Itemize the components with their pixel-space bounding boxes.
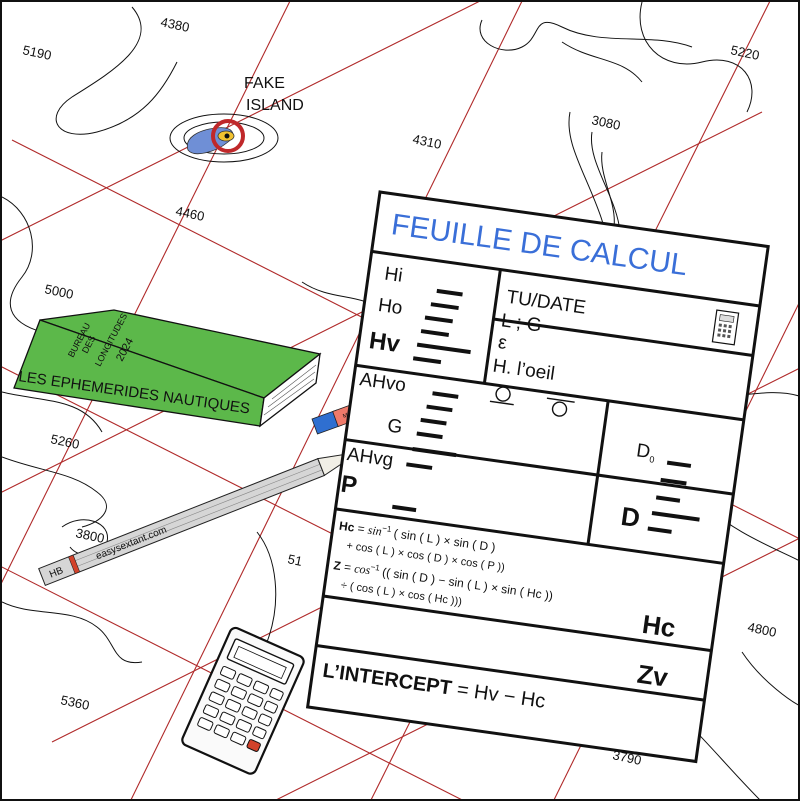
hc-formula-exp: −1 [382,524,393,534]
depth-4460: 4460 [174,203,205,224]
depth-3080: 3080 [590,112,621,133]
z-formula-exp: −1 [370,562,381,572]
calculator-equals-key [246,739,261,752]
d-tally-lines [647,460,700,534]
calculator[interactable] [180,626,305,775]
depth-3800: 3800 [74,525,105,546]
island-label-line2: ISLAND [246,97,304,114]
calculator-keys [197,665,284,746]
depth-4800: 4800 [746,619,777,640]
ahv-tally-lines [392,391,459,513]
label-d: D [619,501,642,533]
z-formula-label: Z [333,558,342,573]
label-epsilon: ε [497,332,509,354]
label-d0-sub: 0 [649,454,655,465]
depth-5360: 5360 [59,692,90,713]
label-g: G [386,415,404,438]
pencil-grade: HB [48,565,65,580]
calculation-sheet: FEUILLE DE CALCUL Hi Ho Hv [305,190,770,764]
label-hv: Hv [367,327,402,358]
label-ho: Ho [377,295,404,319]
z-formula-fn: cos [353,561,371,577]
island-label-line1: FAKE [244,75,285,92]
hc-formula-eq: = [353,521,369,537]
pencil-band [68,554,81,575]
book-pages [259,352,321,428]
depth-4310: 4310 [411,131,442,152]
calculator-display [233,645,287,680]
ephemerides-book[interactable]: BUREAU DES LONGITUDES 2024 LES EPHEMERID… [13,309,322,428]
calculator-icon [711,309,740,346]
depth-51: 51 [286,551,303,569]
label-p: P [339,471,359,500]
sheet-paper [305,190,770,764]
island-contour-outer [169,113,279,163]
pencil[interactable]: HB easysextant.com [38,445,360,587]
pencil-body [38,458,326,587]
book-page-lines [263,364,317,416]
label-hi: Hi [383,264,404,287]
depth-5000: 5000 [43,281,74,302]
hc-formula-label: Hc [338,519,355,535]
depth-5190: 5190 [21,42,52,63]
hv-tally-lines [412,288,471,365]
depth-5220: 5220 [729,42,760,63]
island-target-ring [211,119,245,153]
result-zv: Zv [635,659,670,693]
depth-5260: 5260 [49,431,80,452]
result-hc: Hc [640,609,677,643]
label-d0: D [635,440,652,463]
sun-limb-symbols [489,386,575,417]
fake-island: FAKE ISLAND [169,75,304,163]
depth-4380: 4380 [159,14,190,35]
z-formula-eq: = [340,559,356,575]
island-center-dot [224,133,230,139]
hc-formula-fn: sin [367,523,383,539]
